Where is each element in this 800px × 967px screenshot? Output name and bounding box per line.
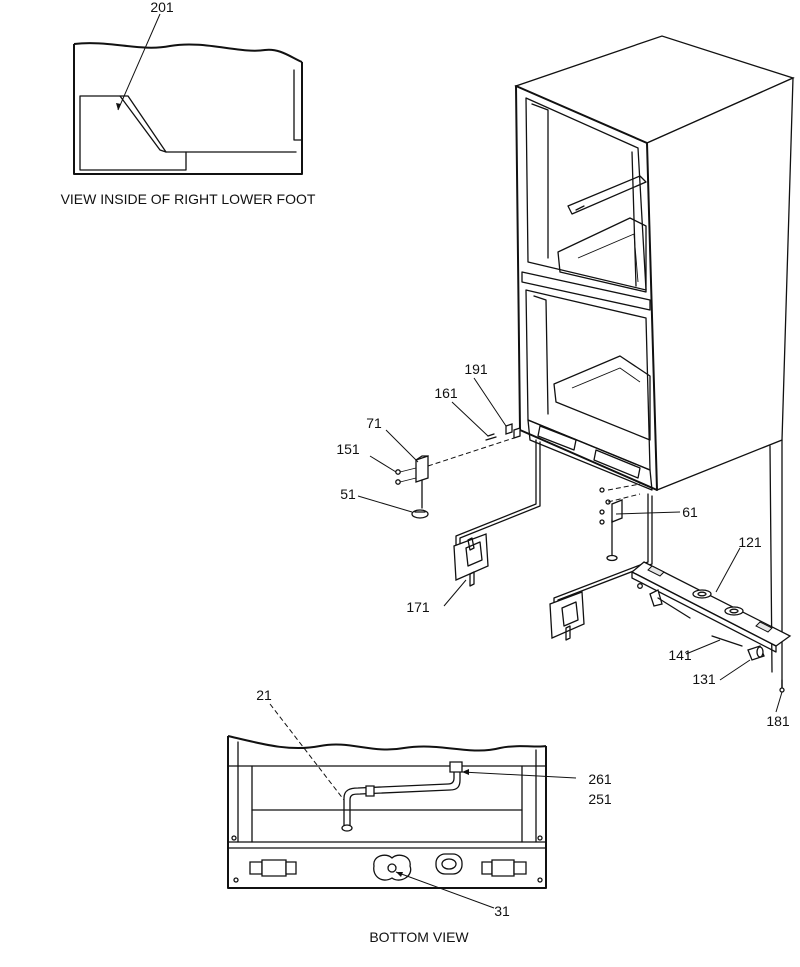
label-61: 61 (682, 504, 698, 520)
label-121: 121 (738, 534, 762, 550)
base-grille-121 (630, 561, 792, 693)
label-161: 161 (434, 385, 458, 401)
bottom-view-caption: BOTTOM VIEW (369, 929, 469, 945)
leader-201 (117, 13, 161, 111)
label-141: 141 (668, 647, 692, 663)
foot-view-caption: VIEW INSIDE OF RIGHT LOWER FOOT (61, 191, 316, 207)
label-151: 151 (336, 441, 360, 457)
left-hinge-assembly (395, 423, 541, 587)
label-181: 181 (766, 713, 790, 729)
label-131: 131 (692, 671, 716, 687)
label-201: 201 (150, 0, 174, 15)
label-171: 171 (406, 599, 430, 615)
main-callouts: 191 161 71 151 51 61 171 121 141 131 181 (336, 361, 790, 729)
label-51: 51 (340, 486, 356, 502)
label-261: 261 (588, 771, 612, 787)
foot-inset: 201 VIEW INSIDE OF RIGHT LOWER FOOT (61, 0, 316, 207)
label-31: 31 (494, 903, 510, 919)
label-71: 71 (366, 415, 382, 431)
right-hinge-assembly (549, 483, 653, 641)
label-21: 21 (256, 687, 272, 703)
label-191: 191 (464, 361, 488, 377)
refrigerator-cabinet (514, 35, 795, 691)
label-251: 251 (588, 791, 612, 807)
bottom-view-inset: 21 261 251 31 BOTTOM VIEW (227, 687, 612, 945)
